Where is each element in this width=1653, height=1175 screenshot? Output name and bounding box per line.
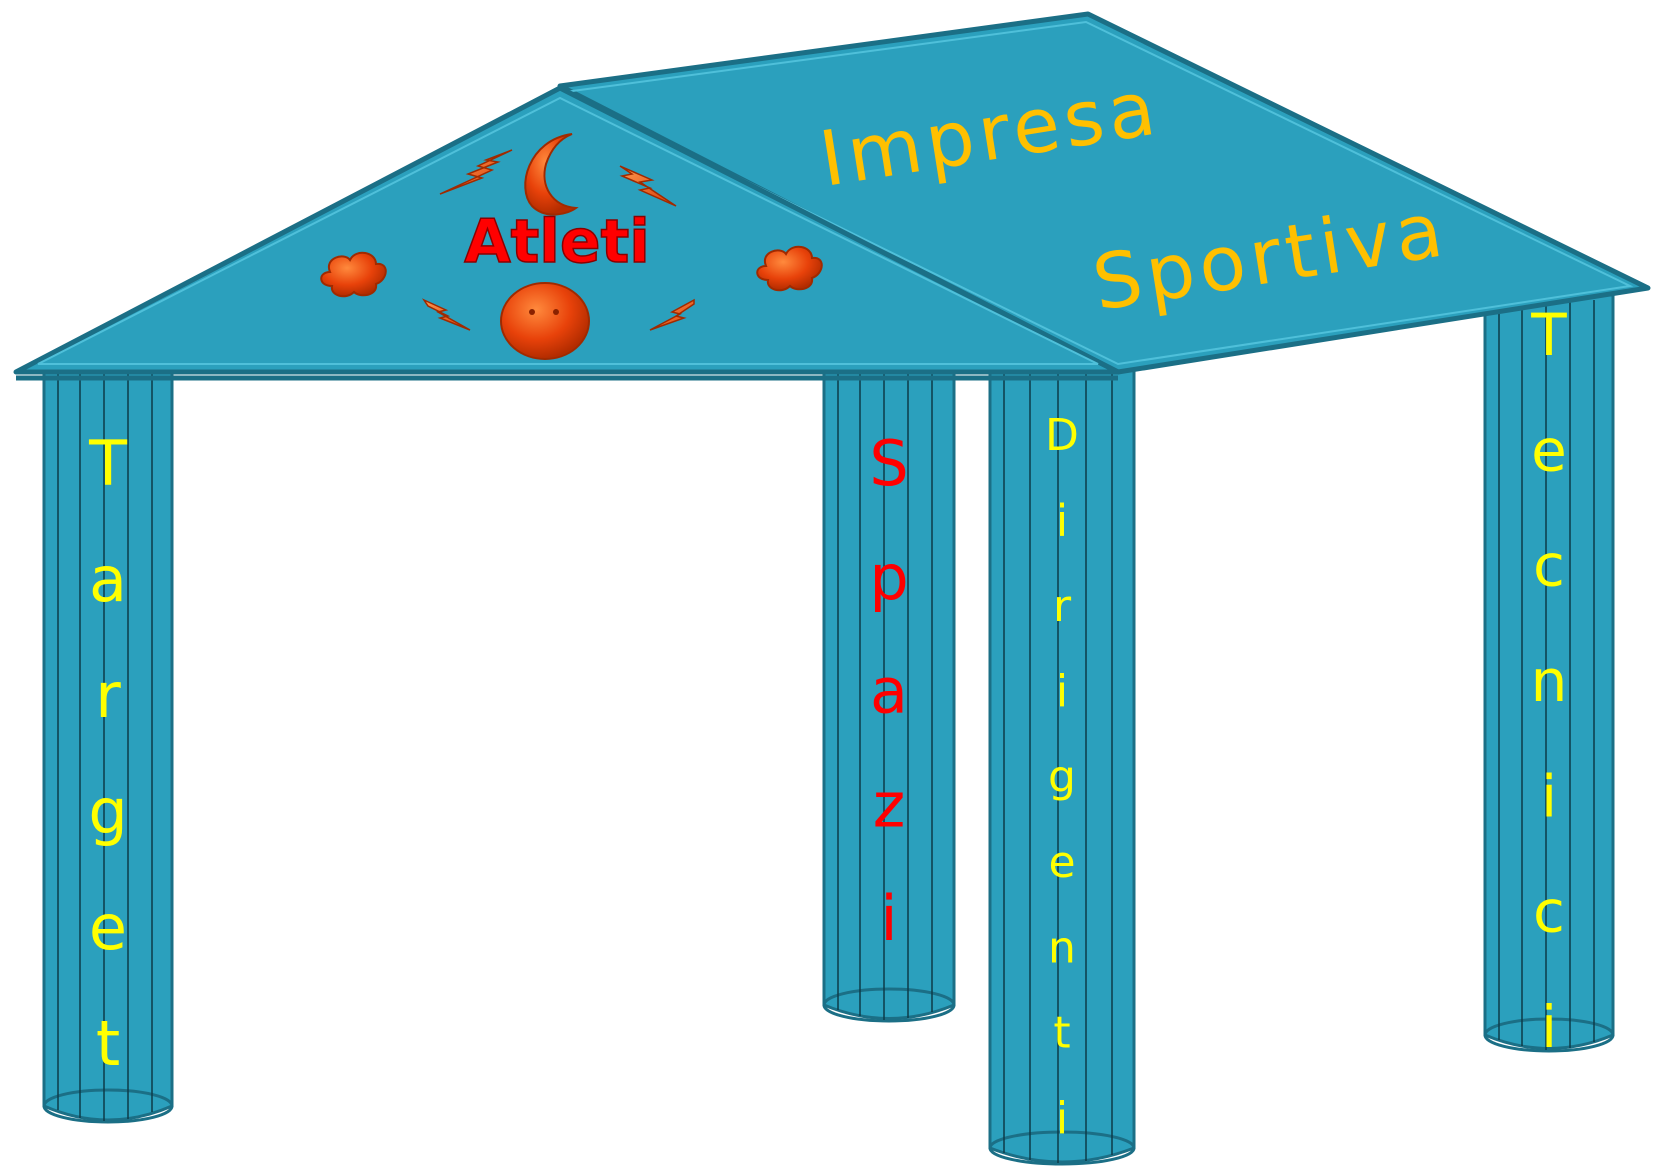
column-letter: T [1530,301,1567,369]
sun-face-icon [501,283,589,359]
column-letter: n [1048,922,1076,973]
column-letter: i [1056,666,1068,717]
column-letter: i [880,882,897,955]
column-letter: t [96,1007,120,1080]
column-letter: i [1056,1093,1068,1144]
column-letter: e [89,891,127,964]
column-letter: i [1541,993,1557,1061]
column-letter: r [1053,581,1072,632]
column-letter: a [870,655,908,728]
column-letter: n [1531,647,1568,715]
column-letter: e [1048,837,1075,888]
column-letter: T [88,427,128,500]
column-letter: c [1533,878,1565,946]
column-letter: t [1053,1008,1070,1059]
column-letter: i [1056,495,1068,546]
column-letter: r [95,659,121,732]
column-letter: c [1533,532,1565,600]
column-letter: e [1531,416,1567,484]
column-letter: a [89,543,127,616]
column-letter: S [869,427,908,500]
column-letter: D [1045,410,1079,461]
column-letter: p [869,541,908,614]
column-letter: g [1048,752,1076,803]
column-letter: z [873,768,906,841]
column-letter: i [1541,762,1557,830]
column-letter: g [88,775,127,848]
pediment-label-atleti: Atleti [464,207,650,277]
